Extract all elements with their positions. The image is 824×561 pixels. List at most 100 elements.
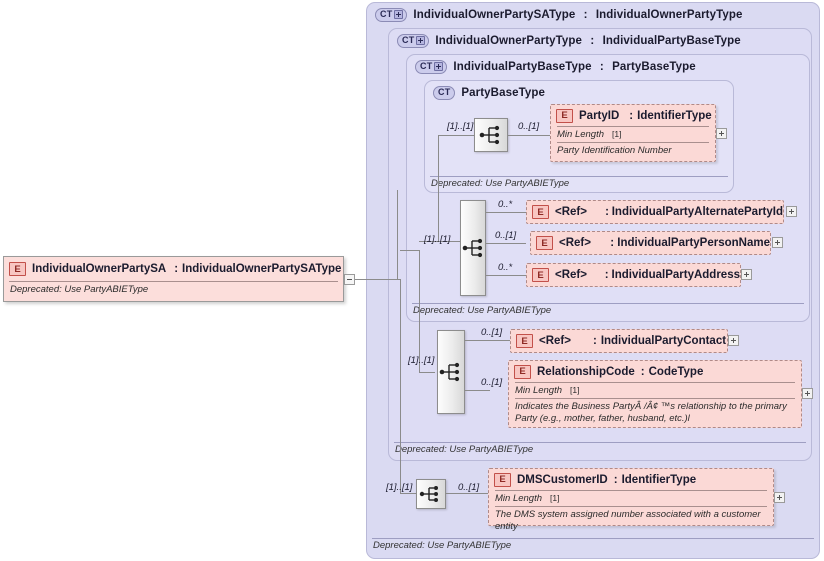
- expand-toggle-partyid[interactable]: [716, 128, 727, 139]
- element-box-relationshipcode[interactable]: E RelationshipCode : CodeType Min Length…: [508, 360, 802, 428]
- panel-type-name: IndividualOwnerPartySAType: [413, 8, 576, 21]
- cardinality-label-seq3: [1]..[1]: [408, 355, 435, 366]
- divider: [495, 506, 767, 507]
- element-box-dmscustomerid[interactable]: E DMSCustomerID : IdentifierType Min Len…: [488, 468, 774, 532]
- element-type: IndividualPartyAddress: [611, 269, 740, 281]
- element-separator: :: [640, 365, 645, 378]
- expand-toggle-individualpartypersonname[interactable]: [772, 237, 783, 248]
- cardinality-label-relationshipcode: 0..[1]: [481, 377, 503, 388]
- complextype-expand-icon[interactable]: CT: [397, 33, 430, 48]
- element-header: E <Ref> : IndividualPartyAddress: [527, 264, 740, 286]
- expand-toggle-individualpartyaddress[interactable]: [741, 269, 752, 280]
- element-documentation: Indicates the Business PartyÂ /Â¢ ™s rel…: [515, 401, 787, 424]
- ct-label: CT: [438, 87, 451, 97]
- sequence-compositor-individualownerpartysatype[interactable]: [416, 479, 446, 509]
- element-icon: E: [532, 205, 549, 219]
- panel-type-name: IndividualPartyBaseType: [453, 60, 592, 73]
- element-box-individualpartycontact[interactable]: E <Ref> : IndividualPartyContact: [510, 329, 728, 353]
- facet-value: [1]: [550, 493, 560, 503]
- cardinality-label-partyid: 0..[1]: [518, 121, 540, 132]
- divider: [495, 490, 767, 491]
- panel-footer-individualpartybasetype: Deprecated: Use PartyABIEType: [413, 305, 552, 316]
- footer-rule: [394, 442, 806, 443]
- panel-title: IndividualOwnerPartySAType : IndividualO…: [413, 9, 742, 21]
- cardinality-label-partycontact: 0..[1]: [481, 327, 503, 338]
- plus-icon[interactable]: [416, 36, 426, 45]
- connector-line: [397, 190, 398, 279]
- divider: [515, 398, 795, 399]
- element-box-individualpartyaddress[interactable]: E <Ref> : IndividualPartyAddress: [526, 263, 741, 287]
- cardinality-label-dmscustomerid: 0..[1]: [458, 482, 480, 493]
- sequence-compositor-partybasetype[interactable]: [474, 118, 508, 152]
- panel-separator: :: [599, 60, 604, 73]
- connector-line: [400, 493, 416, 494]
- sequence-compositor-individualpartybasetype[interactable]: [460, 200, 486, 296]
- root-element-separator: :: [174, 263, 179, 275]
- root-element-individualownerpartysa[interactable]: E IndividualOwnerPartySA : IndividualOwn…: [3, 256, 344, 302]
- ct-label: CT: [380, 9, 393, 19]
- connector-line: [438, 135, 474, 136]
- expand-toggle-individualpartyalternatepartyid[interactable]: [786, 206, 797, 217]
- sequence-icon: [419, 486, 438, 502]
- connector-line: [465, 390, 490, 391]
- element-type: IndividualPartyPersonName: [617, 237, 770, 249]
- element-name: <Ref>: [539, 335, 571, 347]
- cardinality-label-seq4: [1]..[1]: [386, 482, 413, 493]
- panel-footer-individualownerpartysatype: Deprecated: Use PartyABIEType: [373, 540, 512, 551]
- connector-line: [446, 493, 488, 494]
- sequence-icon: [462, 238, 483, 258]
- ct-label: CT: [420, 61, 433, 71]
- panel-separator: :: [590, 34, 595, 47]
- connector-line: [486, 243, 526, 244]
- sequence-icon: [439, 362, 460, 382]
- element-header: E <Ref> : IndividualPartyPersonName: [531, 232, 770, 254]
- expand-toggle-individualpartycontact[interactable]: [728, 335, 739, 346]
- element-name: <Ref>: [555, 206, 587, 218]
- connector-line: [419, 372, 435, 373]
- panel-footer-partybasetype: Deprecated: Use PartyABIEType: [431, 178, 570, 189]
- element-facet: Min Length[1]: [489, 491, 773, 506]
- cardinality-label-partyaddress: 0..*: [498, 262, 513, 273]
- element-name: DMSCustomerID: [517, 473, 608, 486]
- root-collapse-toggle[interactable]: [344, 274, 355, 285]
- footer-rule: [412, 303, 804, 304]
- cardinality-label-personname: 0..[1]: [495, 230, 517, 241]
- sequence-icon: [479, 125, 500, 145]
- panel-header-individualownerpartytype: CT IndividualOwnerPartyType : Individual…: [392, 30, 741, 51]
- element-separator: :: [592, 335, 597, 347]
- ct-label: CT: [402, 35, 415, 45]
- connector-line: [400, 250, 419, 251]
- connector-line: [419, 250, 420, 372]
- element-box-individualpartypersonname[interactable]: E <Ref> : IndividualPartyPersonName: [530, 231, 771, 255]
- panel-type-name: IndividualOwnerPartyType: [435, 34, 583, 47]
- expand-toggle-dmscustomerid[interactable]: [774, 492, 785, 503]
- panel-base-type: IndividualPartyBaseType: [602, 34, 741, 47]
- element-header: E <Ref> : IndividualPartyContact: [511, 330, 727, 352]
- panel-header-individualpartybasetype: CT IndividualPartyBaseType : PartyBaseTy…: [410, 56, 696, 77]
- panel-base-type: IndividualOwnerPartyType: [595, 8, 743, 21]
- element-name: RelationshipCode: [537, 365, 635, 378]
- expand-toggle-relationshipcode[interactable]: [802, 388, 813, 399]
- connector-line: [419, 241, 438, 242]
- divider: [557, 142, 709, 143]
- element-separator: :: [604, 269, 609, 281]
- element-box-individualpartyalternatepartyid[interactable]: E <Ref> : IndividualPartyAlternatePartyI…: [526, 200, 784, 224]
- element-separator: :: [629, 109, 634, 122]
- plus-icon[interactable]: [434, 62, 444, 71]
- panel-separator: :: [583, 8, 588, 21]
- complextype-expand-icon[interactable]: CT: [415, 59, 448, 74]
- complextype-expand-icon[interactable]: CT: [375, 7, 408, 22]
- element-type: IndividualPartyAlternatePartyId: [611, 206, 783, 218]
- root-element-documentation: Deprecated: Use PartyABIEType: [10, 284, 149, 295]
- plus-icon[interactable]: [394, 10, 404, 19]
- panel-header-individualownerpartysatype: CT IndividualOwnerPartySAType : Individu…: [370, 4, 743, 25]
- sequence-compositor-individualownerpartytype[interactable]: [437, 330, 465, 414]
- panel-title: PartyBaseType: [461, 87, 545, 99]
- divider: [557, 126, 709, 127]
- divider: [9, 281, 338, 282]
- element-icon: E: [516, 334, 533, 348]
- element-box-partyid[interactable]: E PartyID : IdentifierType Min Length[1]…: [550, 104, 716, 162]
- panel-title: IndividualPartyBaseType : PartyBaseType: [453, 61, 695, 73]
- element-type: IdentifierType: [621, 473, 697, 486]
